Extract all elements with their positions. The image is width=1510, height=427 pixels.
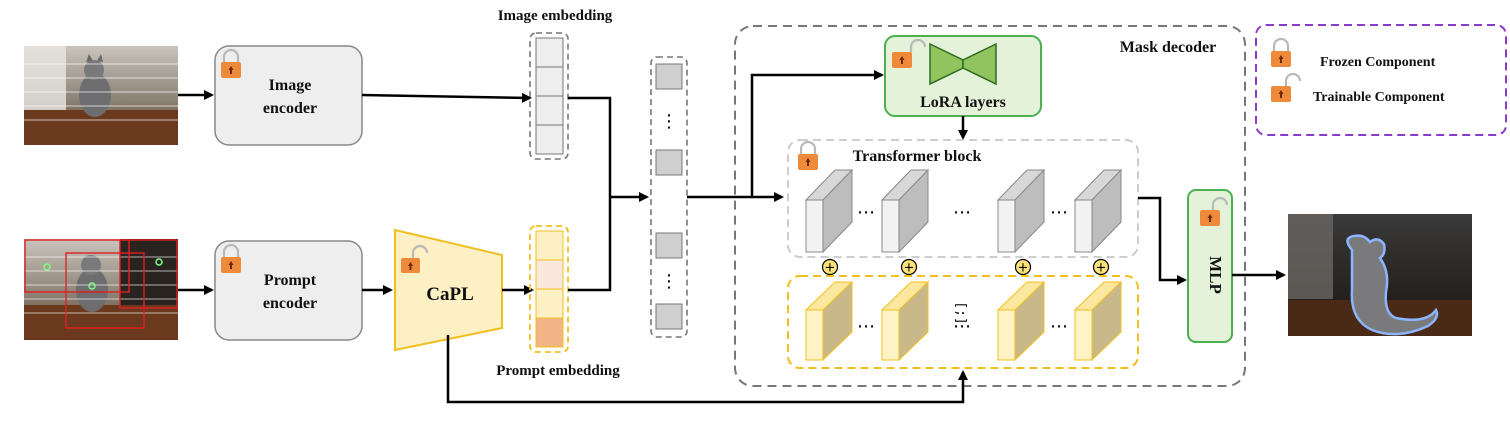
legend-trainable: Trainable Component [1271, 72, 1445, 105]
capl-module: CaPL [394, 228, 503, 352]
svg-text:+: + [825, 261, 836, 276]
mask-decoder-label: Mask decoder [1120, 39, 1216, 56]
ellipsis-yellow-3: ⋯ [1050, 316, 1068, 337]
lock-closed-icon [798, 140, 818, 170]
add-operators: + + + + [821, 258, 1110, 276]
prompt-cuboids: ⋯ [;] ⋯ ⋯ [804, 280, 1123, 362]
arrow-encoder-to-image-embedding [361, 92, 532, 103]
legend: Frozen Component Trainable Component [1255, 24, 1507, 136]
input-image-cat [24, 46, 178, 145]
lora-label: LoRA layers [920, 94, 1006, 111]
lock-open-icon [401, 244, 429, 273]
prompt-token-region [787, 275, 1139, 369]
lora-layers-box: LoRA layers [884, 35, 1042, 117]
prompt-embedding-label: Prompt embedding [496, 363, 620, 379]
arrow-to-lora [750, 70, 884, 197]
prompt-encoder-label-1: Prompt [264, 272, 317, 289]
lock-closed-icon [221, 48, 241, 78]
token-column: ⋮ ⋮ [650, 56, 688, 338]
ellipsis-yellow-2: ⋯ [953, 316, 971, 337]
mlp-label: MLP [1206, 256, 1225, 294]
svg-text:+: + [1096, 261, 1107, 276]
yellow-cuboid [880, 280, 930, 362]
ellipsis-gray-1: ⋯ [857, 202, 875, 223]
lock-open-icon [1271, 72, 1302, 102]
token-vertical-ellipsis-top: ⋮ [660, 111, 678, 132]
input-image-cat-prompts [24, 239, 178, 340]
gray-cuboid [804, 168, 854, 254]
lock-closed-icon [221, 243, 241, 273]
ellipsis-gray-2: ⋯ [953, 202, 971, 223]
output-mask-image [1288, 214, 1472, 336]
prompt-embedding-column [529, 225, 569, 353]
plus-circle-icon: + [1092, 258, 1110, 276]
gray-cuboid [1073, 168, 1123, 254]
token-vertical-ellipsis-bottom: ⋮ [660, 271, 678, 292]
image-encoder-box: Image encoder [214, 45, 363, 146]
image-embedding-column [529, 32, 569, 160]
lock-open-icon [892, 38, 927, 68]
gray-cuboid [880, 168, 930, 254]
image-embedding-label: Image embedding [498, 8, 613, 24]
legend-frozen: Frozen Component [1271, 37, 1436, 70]
capl-label: CaPL [426, 284, 474, 305]
yellow-cuboid [804, 280, 854, 362]
transformer-block-label: Transformer block [853, 148, 982, 165]
arrow-transformer-to-mlp [1138, 196, 1187, 285]
svg-text:+: + [1018, 261, 1029, 276]
lock-open-icon [1200, 196, 1229, 226]
ellipsis-yellow-1: ⋯ [857, 316, 875, 337]
prompt-encoder-box: Prompt encoder [214, 240, 363, 341]
bracket-mark: [;] [953, 301, 968, 324]
svg-text:+: + [904, 261, 915, 276]
image-encoder-label-2: encoder [263, 100, 317, 117]
plus-circle-icon: + [1014, 258, 1032, 276]
prompt-encoder-label-2: encoder [263, 295, 317, 312]
image-encoder-label-1: Image [269, 77, 312, 94]
mlp-box: MLP [1187, 189, 1233, 343]
arrow-capl-to-prompt-tokens [446, 335, 968, 404]
lora-bowtie-icon [929, 42, 997, 86]
gray-cuboid [996, 168, 1046, 254]
legend-trainable-label: Trainable Component [1313, 90, 1445, 105]
transformer-cuboids: ⋯ ⋯ ⋯ [804, 168, 1123, 254]
legend-frozen-label: Frozen Component [1320, 55, 1436, 70]
yellow-cuboid [996, 280, 1046, 362]
lock-closed-icon [1271, 37, 1291, 67]
plus-circle-icon: + [900, 258, 918, 276]
yellow-cuboid [1073, 280, 1123, 362]
ellipsis-gray-3: ⋯ [1050, 202, 1068, 223]
embedding-merge-line [568, 96, 612, 292]
plus-circle-icon: + [821, 258, 839, 276]
mask-decoder-region [734, 25, 1246, 387]
